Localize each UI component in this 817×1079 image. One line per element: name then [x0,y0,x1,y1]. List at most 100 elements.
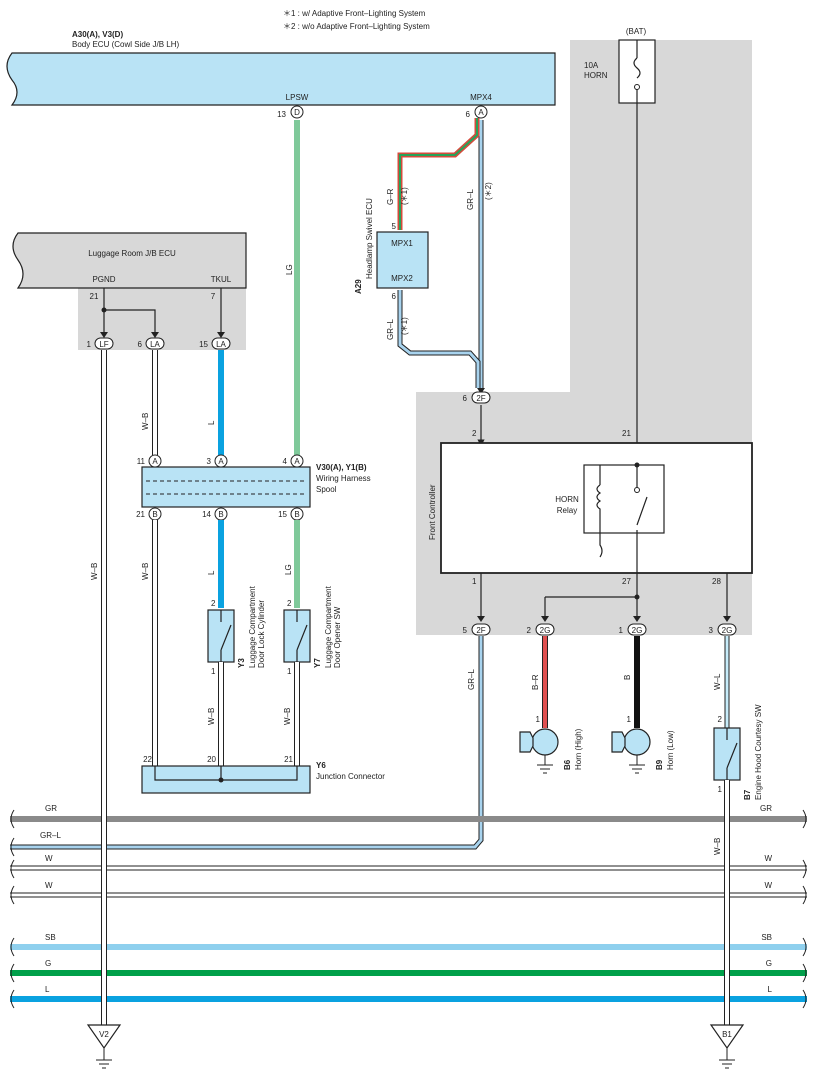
y3-switch-icon [220,610,232,662]
wire-w-b-label-2: W–B [141,413,150,430]
svg-text:GR: GR [45,804,57,813]
y6-pin20: 20 [207,755,216,764]
svg-text:W: W [45,881,53,890]
y6-pin22: 22 [143,755,152,764]
headlamp-ecu-box [376,231,429,289]
svg-text:W: W [764,881,772,890]
ground-v2-icon: V2 [86,1024,122,1069]
pin-6-mpx4: 6 [466,110,471,119]
bus-gr-l: GR–L [40,831,61,840]
fc-pin28: 28 [712,577,721,586]
conn-d13: D [290,105,304,119]
note-1: ＊1 : w/ Adaptive Front–Lighting System [283,9,426,18]
conn-2g-b: 2G 1 [619,623,647,636]
y3-name-1: Luggage Compartment [248,585,257,668]
svg-text:15: 15 [199,340,208,349]
b6-code: B6 [563,759,572,770]
fc-pin1: 1 [472,577,477,586]
relay-name-1: HORN [555,495,579,504]
wire-w-b-label-5: W–B [283,708,292,725]
svg-text:2: 2 [527,626,532,635]
y6-pin21: 21 [284,755,293,764]
svg-text:2F: 2F [476,626,485,635]
svg-text:D: D [294,108,300,117]
svg-text:14: 14 [202,510,211,519]
wire-w-b-label-3: W–B [141,563,150,580]
svg-text:GR–L: GR–L [40,831,61,840]
body-ecu-name: Body ECU (Cowl Side J/B LH) [72,40,179,49]
svg-text:6: 6 [138,340,143,349]
svg-text:6: 6 [463,394,468,403]
fc-pin2: 2 [472,429,477,438]
pin-mpx2: MPX2 [391,274,413,283]
y3-code: Y3 [237,658,246,668]
luggage-ecu-name: Luggage Room J/B ECU [88,249,176,258]
conn-la-15: LA 15 [199,337,231,350]
relay-coil-icon [596,484,603,558]
fuse-icon [633,57,641,79]
svg-text:W: W [764,854,772,863]
wire-b-r-label: B–R [531,674,540,690]
conn-2f-bottom: 2F 5 [463,623,491,636]
b9-pin1: 1 [627,715,632,724]
pin-pgnd: PGND [92,275,115,284]
horn-low-icon [611,728,651,774]
svg-text:2G: 2G [632,626,643,635]
svg-text:GR: GR [760,804,772,813]
bus-l: L L [10,985,807,1002]
pin-21-pgnd: 21 [90,292,99,301]
svg-text:A: A [294,457,300,466]
svg-text:LA: LA [150,340,160,349]
svg-text:B: B [294,510,299,519]
svg-text:A: A [218,457,224,466]
wire-g-r-note: (＊1) [400,187,409,205]
wire-g-r [399,118,478,230]
ground-b1-icon: B1 [709,1024,745,1069]
bus-g: G G [10,959,807,976]
wire-gr-l-note: (＊2) [484,182,493,200]
bus-break-marks [10,809,807,1009]
y7-code: Y7 [313,658,322,668]
pin-lpsw-label: LPSW [286,93,309,102]
b7-pin1: 1 [718,785,723,794]
horn-high-icon [519,728,559,774]
b7-code: B7 [743,789,752,800]
svg-text:V2: V2 [99,1030,109,1039]
svg-text:21: 21 [136,510,145,519]
conn-2g-c: 2G 3 [709,623,737,636]
svg-text:2F: 2F [476,394,485,403]
y6-name: Junction Connector [316,772,385,781]
bus-gr: GR GR [10,804,807,822]
y3-pin2: 2 [211,599,216,608]
svg-text:15: 15 [278,510,287,519]
luggage-ecu-box [12,232,247,289]
b7-name: Engine Hood Courtesy SW [754,704,763,800]
y6-code: Y6 [316,761,326,770]
pin-7-tkul: 7 [211,292,216,301]
svg-text:A: A [478,108,484,117]
wire-gr-l-bus [10,636,483,849]
svg-text:LF: LF [99,340,108,349]
b7-pin2: 2 [718,715,723,724]
svg-text:11: 11 [137,457,146,466]
spool-box [141,466,311,508]
svg-text:B: B [218,510,223,519]
y7-name-1: Luggage Compartment [324,585,333,668]
headlamp-ecu-code: A29 [354,279,363,294]
fc-pin27: 27 [622,577,631,586]
svg-text:B1: B1 [722,1030,732,1039]
b7-switch-icon [726,728,738,780]
y7-switch-icon [296,610,308,662]
conn-2g-a: 2G 2 [527,623,555,636]
horn-relay-box [583,464,665,534]
wire-w-b-label-1: W–B [90,563,99,580]
svg-text:B: B [152,510,157,519]
wire-g-r-label: G–R [386,188,395,205]
y7-pin1: 1 [287,667,292,676]
pin-tkul: TKUL [211,275,232,284]
body-ecu-code: A30(A), V3(D) [72,30,123,39]
wire-w-l-label: W–L [713,673,722,690]
svg-text:W: W [45,854,53,863]
y7-pin2: 2 [287,599,292,608]
conn-la-6: LA 6 [138,337,165,350]
